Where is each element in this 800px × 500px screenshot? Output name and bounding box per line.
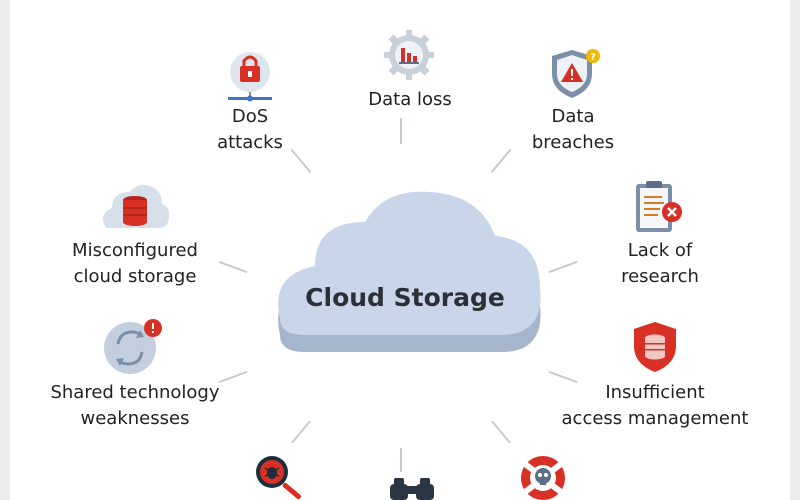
label-data-loss: Data loss — [368, 89, 452, 110]
connector-data-loss — [400, 118, 402, 144]
diagram-canvas: Cloud Storage Data loss DoS attacks — [10, 0, 790, 500]
label-shared-technology: Shared technology weaknesses — [50, 382, 220, 429]
lock-server-icon — [228, 52, 272, 102]
database-shield-icon — [634, 322, 676, 372]
binoculars-icon — [390, 478, 434, 500]
connector-misconfigured — [218, 260, 248, 274]
warning-shield-icon: ? — [552, 49, 600, 98]
cloud-storage-title: Cloud Storage — [305, 283, 505, 312]
magnifier-bug-icon — [256, 456, 302, 500]
gear-chart-icon — [384, 30, 434, 80]
connector-bottom-left — [291, 420, 311, 444]
cloud-database-icon — [103, 184, 170, 228]
label-data-breaches: Data breaches — [531, 106, 615, 153]
sync-alert-icon — [104, 319, 162, 374]
label-dos-attacks: DoS attacks — [217, 106, 283, 153]
connector-lack-research — [548, 260, 578, 274]
svg-text:?: ? — [590, 52, 596, 63]
label-lack-of-research: Lack of research — [621, 240, 699, 287]
connector-bottom-center — [400, 448, 402, 472]
label-misconfigured: Misconfigured cloud storage — [72, 240, 198, 287]
lifebuoy-skull-icon — [521, 456, 565, 500]
label-insufficient-access: Insufficient access management — [561, 382, 749, 429]
connector-bottom-right — [491, 420, 511, 444]
cloud-shape — [278, 191, 541, 352]
clipboard-error-icon — [636, 181, 682, 232]
